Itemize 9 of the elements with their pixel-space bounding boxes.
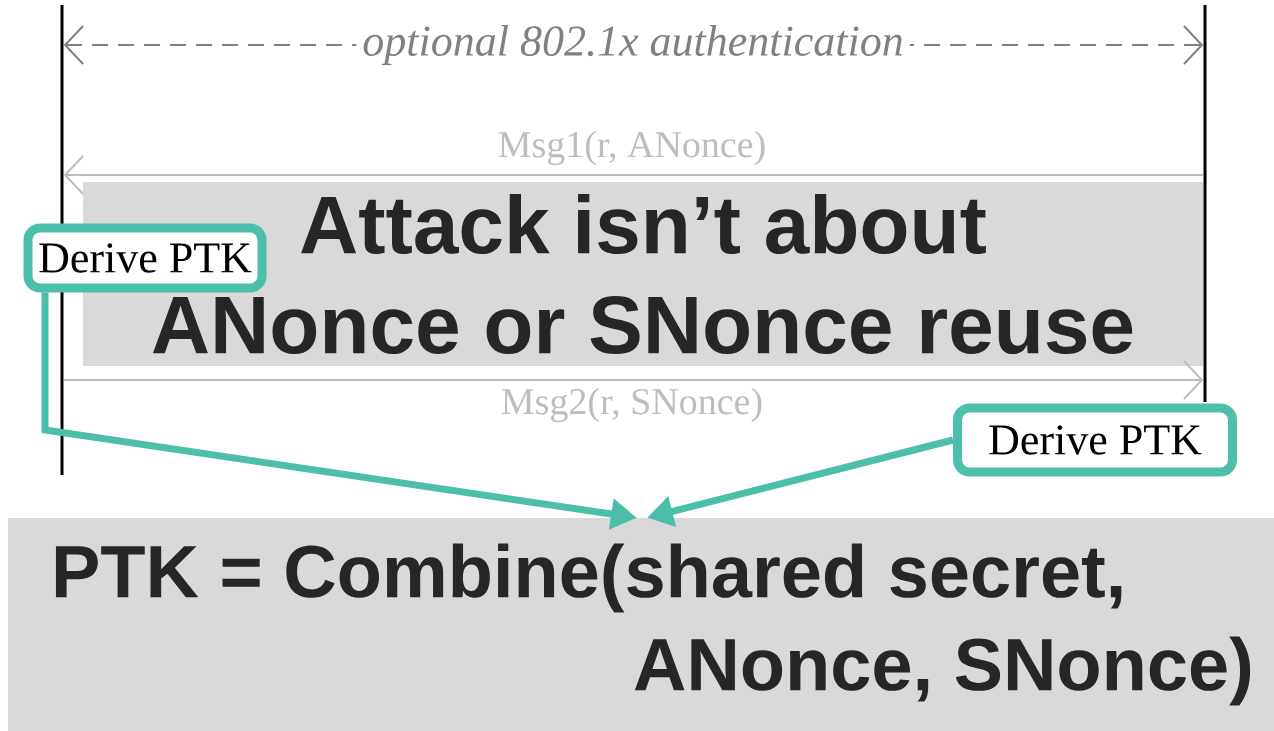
message-arrow (63, 155, 1205, 195)
step-box: Derive PTK (23, 223, 267, 293)
edge-label: Msg1(r, ANonce) (498, 130, 765, 166)
edge-label: optional 802.1x authentication (356, 19, 910, 71)
message-arrow (62, 360, 1204, 400)
lifeline (1203, 5, 1207, 402)
edge-label: Msg2(r, SNonce) (501, 387, 762, 423)
formula-box: PTK = Combine(shared secret, ANonce, SNonce) (8, 518, 1274, 731)
step-box: Derive PTK (953, 403, 1237, 477)
